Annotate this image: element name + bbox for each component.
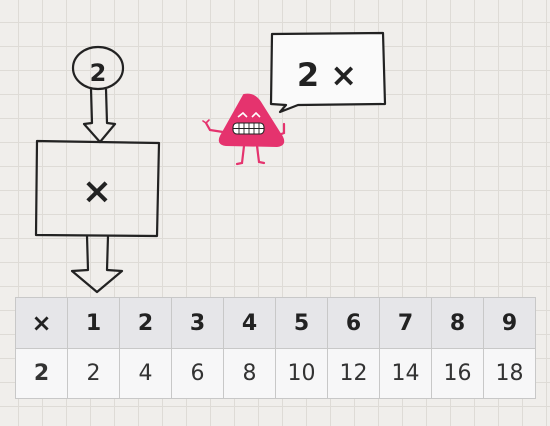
product-row: 2 2 4 6 8 10 12 14 16 18 <box>15 348 536 399</box>
output-arrow <box>70 235 124 294</box>
multiplier-cell: 4 <box>223 297 276 349</box>
triangle-mascot <box>202 93 286 166</box>
speech-text: 2 × <box>297 56 357 94</box>
product-cell: 10 <box>275 348 328 399</box>
multiplier-cell: 9 <box>483 297 536 349</box>
product-cell: 4 <box>119 348 172 399</box>
speech-bubble: 2 × <box>269 31 387 114</box>
product-cell: 14 <box>379 348 432 399</box>
multiplier-cell: 7 <box>379 297 432 349</box>
multiplier-cell: 3 <box>171 297 224 349</box>
product-cell: 12 <box>327 348 380 399</box>
input-bubble: 2 <box>71 45 125 91</box>
product-cell: 16 <box>431 348 484 399</box>
product-cell: 8 <box>223 348 276 399</box>
machine-operation: × <box>82 171 112 212</box>
operator-cell: × <box>15 297 68 349</box>
function-machine: × <box>34 139 161 238</box>
input-value: 2 <box>90 59 107 87</box>
product-cell: 6 <box>171 348 224 399</box>
multiplier-cell: 6 <box>327 297 380 349</box>
factor-cell: 2 <box>15 348 68 399</box>
product-cell: 2 <box>67 348 120 399</box>
product-cell: 18 <box>483 348 536 399</box>
function-machine-diagram: 2 × 2 × <box>34 31 387 294</box>
multiplier-cell: 8 <box>431 297 484 349</box>
multiplier-cell: 1 <box>67 297 120 349</box>
header-row: × 1 2 3 4 5 6 7 8 9 <box>15 297 536 349</box>
multiplier-cell: 5 <box>275 297 328 349</box>
times-table: × 1 2 3 4 5 6 7 8 9 2 2 4 6 8 10 12 14 1… <box>15 297 536 399</box>
multiplier-cell: 2 <box>119 297 172 349</box>
input-arrow <box>82 88 117 144</box>
